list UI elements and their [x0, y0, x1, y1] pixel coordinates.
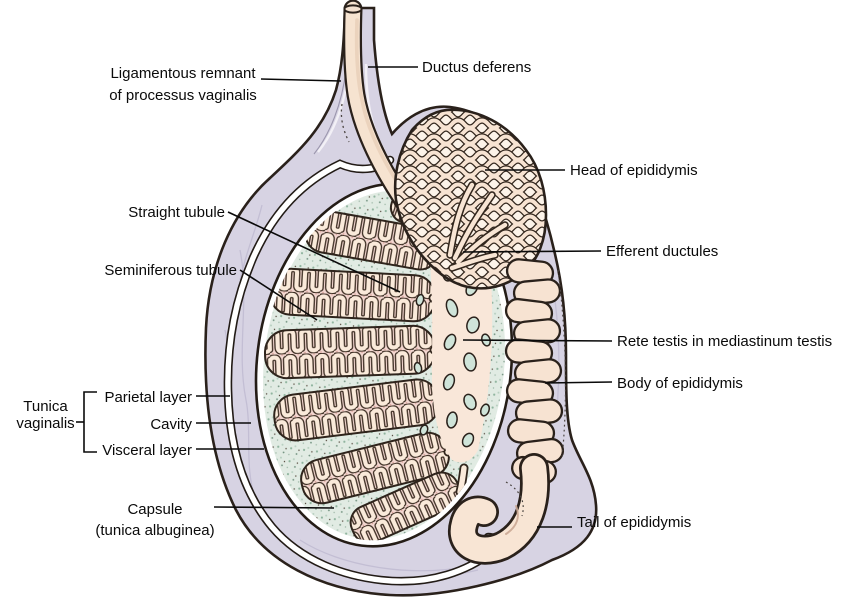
label-capsule-line2: (tunica albuginea) — [95, 522, 215, 539]
label-ligamentous-remnant: Ligamentous remnant of processus vaginal… — [83, 63, 283, 107]
label-cavity: Cavity — [150, 416, 192, 433]
leader-ligamentous-remnant — [260, 78, 342, 82]
leader-lines — [76, 66, 613, 528]
label-efferent-ductules: Efferent ductules — [606, 243, 719, 260]
label-ligamentous-line1: Ligamentous remnant — [110, 65, 256, 82]
label-ductus-deferens: Ductus deferens — [422, 59, 532, 76]
label-visceral-layer: Visceral layer — [102, 442, 192, 459]
label-seminiferous-tubule: Seminiferous tubule — [104, 262, 237, 279]
leader-body-of-epididymis — [544, 381, 613, 384]
tunica-vaginalis-parietal-band — [223, 155, 502, 586]
label-body-of-epididymis: Body of epididymis — [617, 375, 743, 392]
label-ligamentous-line2: of processus vaginalis — [109, 87, 257, 104]
leader-straight-tubule — [227, 211, 401, 293]
label-tunica-line2: vaginalis — [16, 415, 75, 432]
leader-rete-testis — [462, 339, 613, 342]
label-parietal-layer: Parietal layer — [104, 389, 192, 406]
label-capsule: Capsule (tunica albuginea) — [55, 499, 255, 541]
leader-seminiferous-tubule — [239, 269, 318, 321]
label-tail-of-epididymis: Tail of epididymis — [577, 514, 692, 531]
epididymis-tail — [448, 453, 550, 565]
label-tunica-vaginalis: Tunica vaginalis — [8, 398, 83, 432]
efferent-ductules — [446, 181, 509, 272]
seminiferous-lobules — [263, 187, 475, 545]
label-straight-tubule: Straight tubule — [128, 204, 225, 221]
epididymis-body — [504, 258, 565, 485]
leader-capsule — [213, 506, 335, 509]
leader-efferent-ductules — [462, 250, 602, 253]
label-tunica-line1: Tunica — [23, 398, 68, 415]
label-rete-testis: Rete testis in mediastinum testis — [617, 333, 833, 350]
label-head-of-epididymis: Head of epididymis — [570, 162, 698, 179]
label-capsule-line1: Capsule — [127, 501, 183, 518]
dotted-seams — [505, 269, 567, 517]
